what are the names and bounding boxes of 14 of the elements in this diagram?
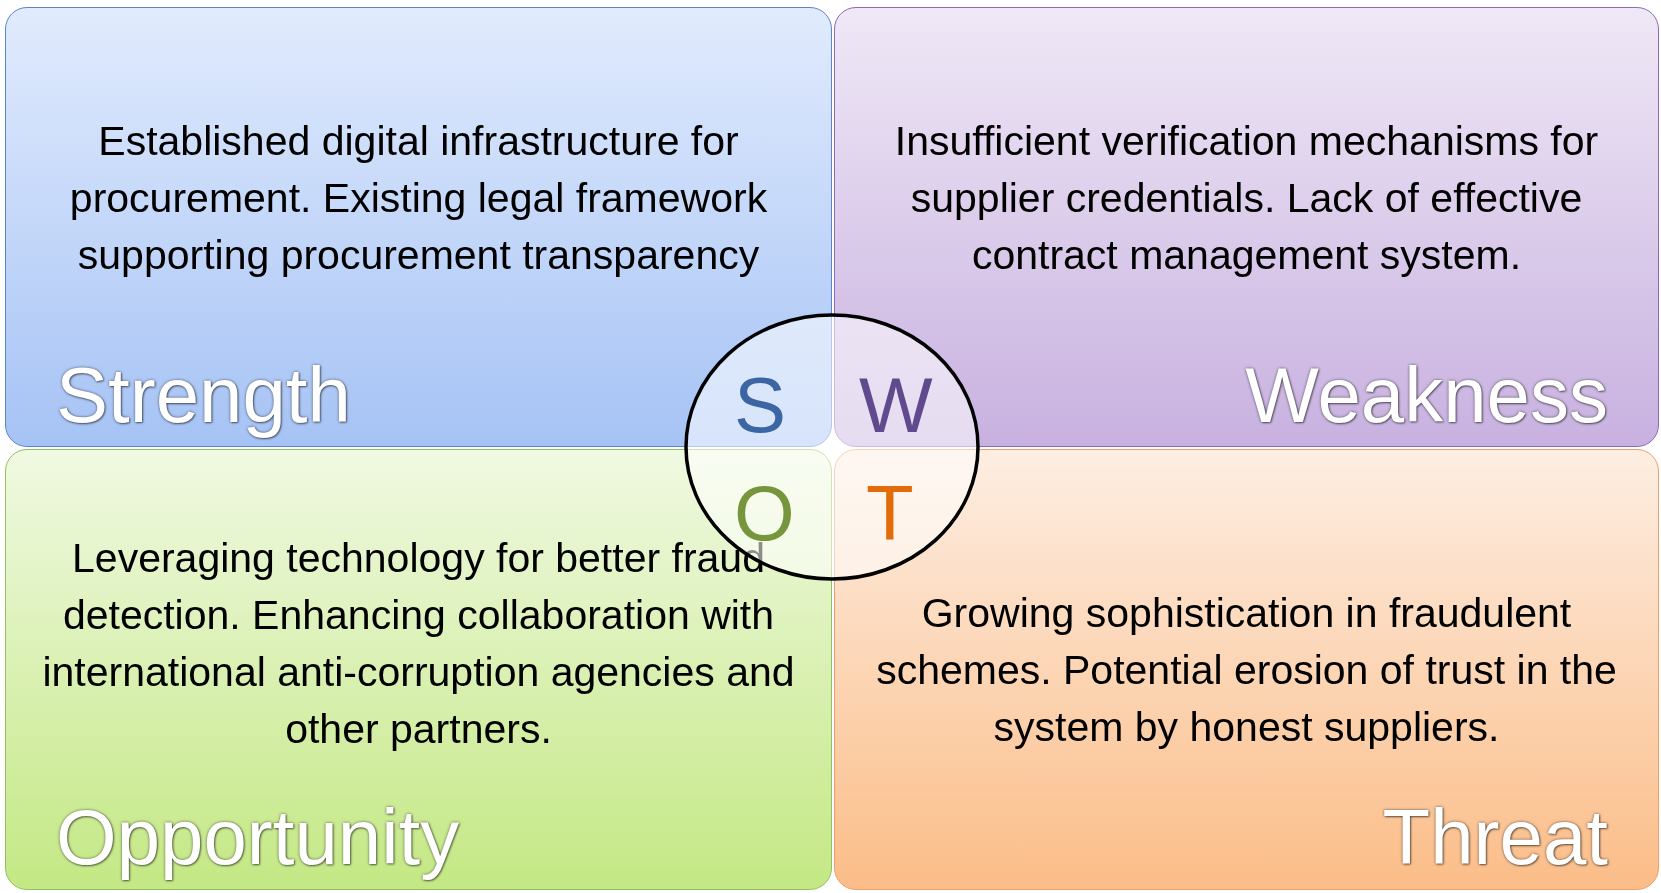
quadrant-panel — [5, 7, 832, 447]
quadrant-text: Growing sophistication in fraudulent schemes. Potential erosion of trust in the system by honest suppliers. — [875, 589, 1618, 752]
quadrant-heading: Weakness — [1245, 353, 1608, 437]
quadrant-panel — [5, 449, 832, 890]
quadrant-heading: Threat — [1382, 795, 1608, 879]
quadrant-heading: Strength — [56, 353, 351, 437]
quadrant-panel — [834, 449, 1659, 890]
quadrant-panel — [834, 7, 1659, 447]
quadrant-heading: Opportunity — [56, 795, 460, 879]
swot-letter: W — [859, 363, 933, 447]
quadrant-text: Insufficient verification mechanisms for supplier credentials. Lack of effective contract management system. — [893, 117, 1600, 280]
swot-letter: S — [734, 363, 787, 447]
quadrant-text: Established digital infrastructure for procurement. Existing legal framework supporting procurement transparency — [68, 117, 769, 280]
swot-letter: T — [866, 471, 914, 555]
